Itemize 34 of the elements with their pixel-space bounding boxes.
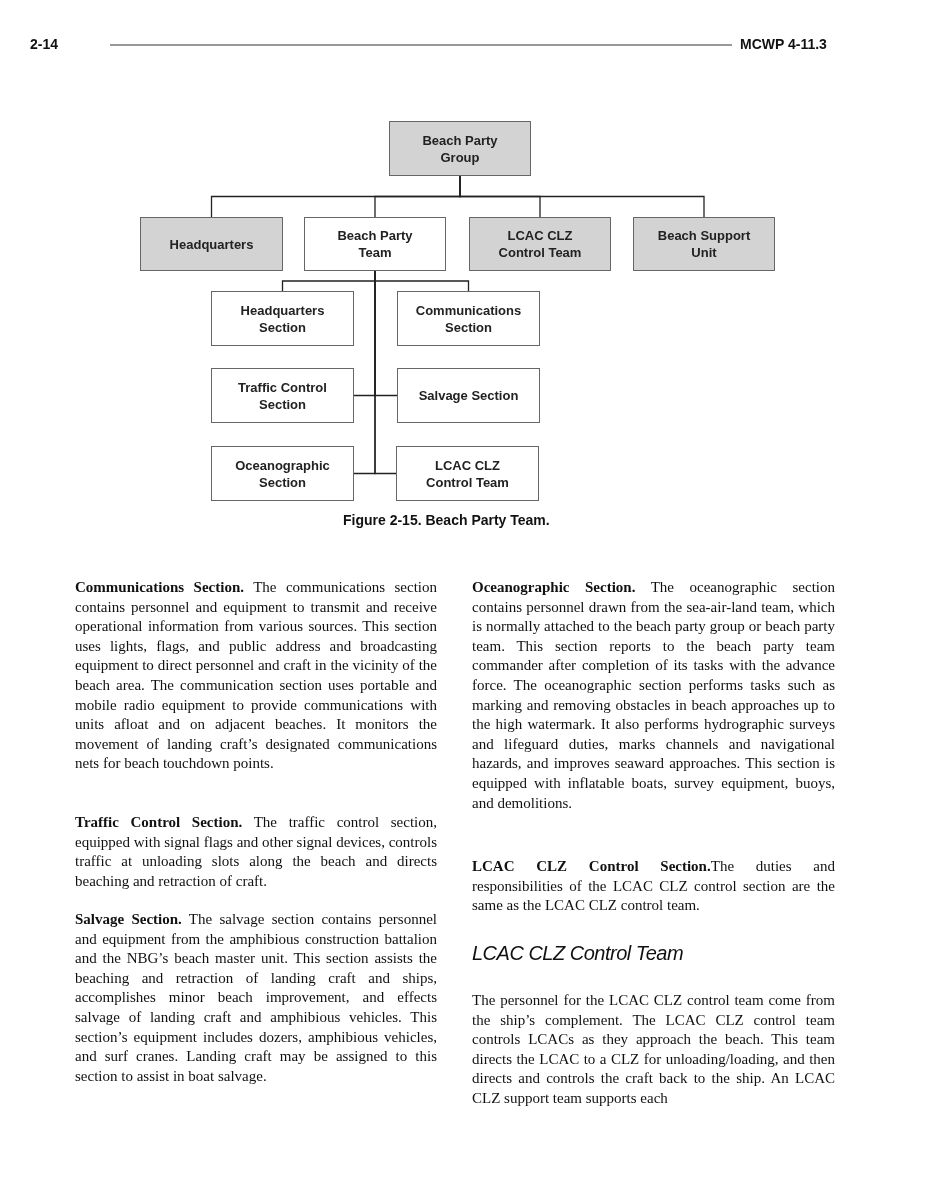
body-paragraph: LCAC CLZ Control Section.The duties and responsibilities of the LCAC CLZ control section are the same as the LCAC CLZ control team.	[472, 857, 835, 916]
body-paragraph: Communications Section. The communications section contains personnel and equipment to transmit and receive operational information from various sources. This section uses lights, flags, and public address and broadcasting equipment to direct personnel and craft in the vicinity of the beach area. The communication section uses portable and mobile radio equipment to provide communications with units afloat and on adjacent beaches. It monitors the movement of landing craft’s designated communications nets for beach touchdown points.	[75, 578, 437, 774]
figure-caption: Figure 2-15. Beach Party Team.	[343, 512, 550, 528]
org-chart-box	[211, 446, 354, 501]
org-chart-box	[396, 446, 539, 501]
section-heading: LCAC CLZ Control Team	[472, 942, 684, 965]
connector-line	[374, 270, 397, 475]
connector-line	[459, 175, 705, 218]
box-label: Beach Party Group	[421, 131, 499, 166]
org-chart-box	[140, 217, 283, 271]
box-label: Headquarters Section	[239, 301, 326, 336]
body-paragraph: The personnel for the LCAC CLZ control team come from the ship’s complement. The LCAC CLZ control team controls LCACs as they approach the beach. This team directs the LCAC to a CLZ for unloading/loading, and then directs and controls the craft back to the ship. An LCAC CLZ support team supports each	[472, 991, 835, 1108]
org-chart-box	[469, 217, 611, 271]
org-chart-box	[633, 217, 775, 271]
box-label: Traffic Control Section	[237, 378, 328, 413]
body-paragraph: Oceanographic Section. The oceanographic section contains personnel drawn from the sea-air-land team, which is normally attached to the beach party group or beach party team. This section reports to the beach party team commander after completion of its tasks with the advance force. The oceanographic section performs tasks such as marking and removing obstacles in beach approaches up to the high watermark. It also performs hydrographic surveys and lifeguard duties, marks channels and navigational hazards, and improves seaward approaches. This section is equipped with inflatable boats, survey equipment, buoys, and demolitions.	[472, 578, 835, 813]
box-label: Beach Party Team	[336, 227, 414, 261]
org-chart-box	[304, 217, 446, 271]
body-paragraph: Traffic Control Section. The traffic control section, equipped with signal flags and other signal devices, controls traffic at unloading slots along the beach and directs beaching and retraction of craft.	[75, 813, 437, 891]
org-chart-box	[211, 291, 354, 346]
org-chart-box	[397, 368, 540, 423]
box-label: LCAC CLZ Control Team	[425, 456, 510, 491]
box-label: LCAC CLZ Control Team	[497, 227, 583, 261]
page-number: 2-14	[30, 36, 59, 52]
box-label: Headquarters	[169, 235, 254, 253]
box-label: Salvage Section	[418, 387, 519, 404]
body-paragraph: Salvage Section. The salvage section contains personnel and equipment from the amphibious construction battalion and the NBG’s beach master unit. This section assists the beaching and retraction of landing craft and ships, accomplishes minor beach improvement, and effects salvage of landing craft and amphibious vehicles. This section’s equipment includes dozers, amphibious vehicles, and surf cranes. Landing craft may be assigned to this section to assist in boat salvage.	[75, 910, 437, 1086]
box-label: Oceanographic Section	[234, 456, 331, 491]
document-number: MCWP 4-11.3	[740, 36, 827, 52]
box-label: Communications Section	[414, 301, 523, 336]
org-chart-box	[211, 368, 354, 423]
box-label: Beach Support Unit	[656, 227, 752, 261]
org-chart-box	[389, 121, 531, 176]
org-chart-box	[397, 291, 540, 346]
